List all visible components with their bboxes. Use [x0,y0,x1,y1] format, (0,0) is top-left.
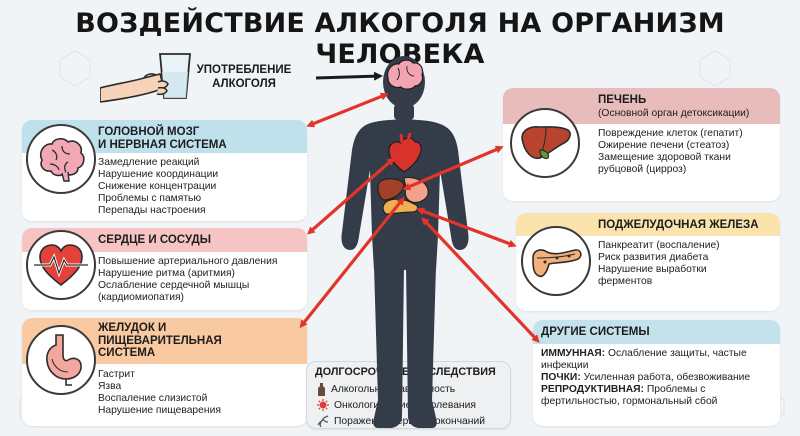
list-item: (кардиомиопатия) [98,292,184,304]
list-item: Ожирение печени (стеатоз) [598,140,730,152]
longterm-item-text: Онкологические заболевания [334,399,476,411]
list-item: Проблемы с памятью [98,193,202,205]
repro-row: РЕПРОДУКТИВНАЯ: Проблемы с [541,384,750,396]
list-item: рубцовой (цирроз) [598,164,687,176]
list-item: Повышение артериального давления [98,256,278,267]
list-item: Алкогольная зависимость [317,381,485,397]
list-item: Гастрит [98,369,135,380]
brain-icon-circle [26,124,96,194]
stomach-title-2: ПИЩЕВАРИТЕЛЬНАЯ [98,334,222,347]
repro-text-2: фертильностью, гормональный сбой [541,396,718,408]
brain-title-2: И НЕРВНАЯ СИСТЕМА [98,139,227,151]
immune-text-2: инфекции [541,360,589,372]
liver-icon [521,126,571,160]
liver-title: ПЕЧЕНЬ [598,94,647,106]
list-item: Риск развития диабета [598,252,709,264]
list-item: Нарушение пищеварения [98,405,221,417]
list-item: ферментов [598,276,653,288]
other-card-header: ДРУГИЕ СИСТЕМЫ [533,320,780,344]
liver-icon-circle [510,108,580,178]
list-item: Воспаление слизистой [98,393,208,405]
repro-text: Проблемы с [646,384,706,396]
pancreas-card-header: ПОДЖЕЛУДОЧНАЯ ЖЕЛЕЗА [516,213,780,236]
list-item: Панкреатит (воспаление) [598,240,720,251]
pancreas-icon [532,249,582,278]
list-item: Замещение здоровой ткани [598,152,731,164]
liver-effects-list: Повреждение клеток (гепатит) Ожирение пе… [598,128,743,176]
consumption-label: УПОТРЕБЛЕНИЕ АЛКОГОЛЯ [196,63,292,91]
brain-title-1: ГОЛОВНОЙ МОЗГ [98,126,200,138]
liver-subtitle: (Основной орган детоксикации) [598,108,750,119]
longterm-title: ДОЛГОСРОЧНЫЕ ПОСЛЕДСТВИЯ [315,366,496,378]
nerve-icon [317,415,329,427]
list-item: Перепады настроения [98,205,206,217]
other-title: ДРУГИЕ СИСТЕМЫ [541,326,650,338]
list-item: Нарушение ритма (аритмия) [98,268,235,280]
immune-label: ИММУННАЯ: [541,348,606,359]
other-effects-list: ИММУННАЯ: Ослабление защиты, частые инфе… [541,348,750,408]
longterm-list: Алкогольная зависимость Онкологические з… [317,381,485,428]
repro-label: РЕПРОДУКТИВНАЯ: [541,384,644,396]
stomach-title-3: СИСТЕМА [98,347,156,360]
list-item: Нарушение выработки [598,264,707,276]
heart-title: СЕРДЦЕ И СОСУДЫ [98,234,211,246]
list-item: Снижение концентрации [98,181,217,193]
kidneys-label: ПОЧКИ: [541,372,581,384]
longterm-item-text: Алкогольная зависимость [331,383,456,395]
longterm-card: ДОЛГОСРОЧНЫЕ ПОСЛЕДСТВИЯ Алкогольная зав… [306,361,511,429]
immune-row: ИММУННАЯ: Ослабление защиты, частые [541,348,750,360]
list-item: Поражение нервных окончаний [317,413,485,428]
pancreas-title: ПОДЖЕЛУДОЧНАЯ ЖЕЛЕЗА [598,219,759,231]
list-item: Ослабление сердечной мышцы [98,280,250,292]
consumption-line1: УПОТРЕБЛЕНИЕ [196,64,292,76]
glass-hand-icon [100,53,191,103]
pancreas-effects-list: Панкреатит (воспаление) Риск развития ди… [598,240,720,288]
longterm-item-text: Поражение нервных окончаний [334,415,485,427]
liver-card: ПЕЧЕНЬ (Основной орган детоксикации) Пов… [503,88,780,201]
other-card: ДРУГИЕ СИСТЕМЫ ИММУННАЯ: Ослабление защи… [533,320,780,426]
stomach-icon-circle [26,325,96,395]
brain-effects-list: Замедление реакций Нарушение координации… [98,157,218,217]
stomach-icon [46,334,82,386]
heart-icon-circle [26,230,96,300]
heart-pulse-icon [34,244,88,287]
list-item: Нарушение координации [98,169,219,181]
immune-text: Ослабление защиты, частые [607,348,747,359]
pancreas-icon-circle [521,226,591,296]
list-item: Замедление реакций [98,157,200,168]
heart-effects-list: Повышение артериального давления Нарушен… [98,256,277,304]
stomach-effects-list: Гастрит Язва Воспаление слизистой Наруше… [98,369,221,417]
kidneys-row: ПОЧКИ: Усиленная работа, обезвоживание [541,372,750,384]
list-item: Онкологические заболевания [317,397,485,413]
consumption-line2: АЛКОГОЛЯ [212,78,276,90]
brain-icon [39,138,85,182]
stomach-title-1: ЖЕЛУДОК И [98,322,167,334]
list-item: Повреждение клеток (гепатит) [598,128,743,139]
list-item: Язва [98,381,122,393]
kidneys-text: Усиленная работа, обезвоживание [583,372,751,384]
virus-icon [317,399,329,411]
bottle-icon [318,382,325,396]
